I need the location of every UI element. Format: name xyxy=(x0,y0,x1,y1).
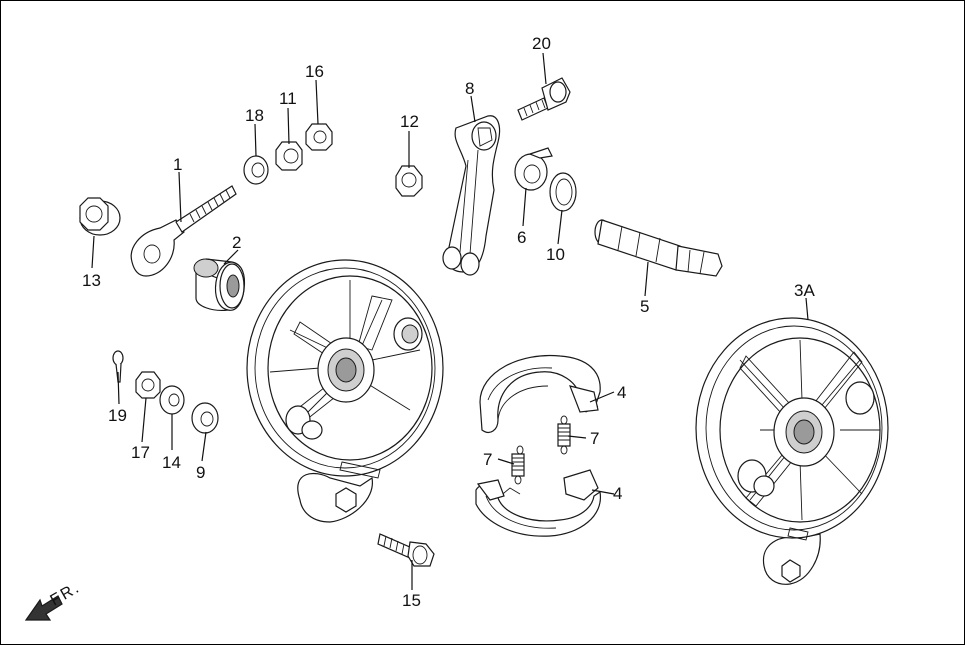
callout-12: 12 xyxy=(400,112,419,131)
callout-3a: 3A xyxy=(794,281,815,300)
part-4-brake-shoe-upper xyxy=(479,354,601,433)
part-15-bolt xyxy=(377,533,435,567)
callout-4-lower: 4 xyxy=(613,484,622,503)
callout-11: 11 xyxy=(279,89,297,108)
callout-16: 16 xyxy=(305,62,324,81)
callout-7-right: 7 xyxy=(590,429,599,448)
callout-15: 15 xyxy=(402,591,421,610)
callout-9: 9 xyxy=(196,463,205,482)
callout-labels: 1 2 3A 4 4 5 6 7 7 8 9 10 11 12 13 14 15… xyxy=(82,34,815,610)
part-12-nut xyxy=(395,165,423,197)
part-14-washer xyxy=(159,385,185,415)
direction-label: FR. xyxy=(48,579,84,610)
brake-panel-left xyxy=(246,259,444,523)
part-16-nut xyxy=(305,123,333,151)
callout-13: 13 xyxy=(82,271,101,290)
callout-8: 8 xyxy=(465,79,474,98)
callout-5: 5 xyxy=(640,297,649,316)
part-2-collar xyxy=(193,258,246,311)
callout-2: 2 xyxy=(232,233,241,252)
part-11-nut xyxy=(275,141,303,171)
callout-19: 19 xyxy=(108,406,127,425)
part-9-collar xyxy=(191,402,219,434)
callout-14: 14 xyxy=(162,453,181,472)
callout-20: 20 xyxy=(532,34,551,53)
part-3a-brake-panel xyxy=(695,317,889,585)
part-18-washer xyxy=(243,155,269,185)
part-8-brake-arm xyxy=(442,115,501,276)
leader-lines xyxy=(91,52,809,590)
callout-10: 10 xyxy=(546,245,565,264)
part-6-wear-indicator-plate xyxy=(514,147,553,191)
part-1-adjuster-bolt xyxy=(130,185,237,277)
part-5-brake-cam xyxy=(594,219,723,277)
callout-7-left: 7 xyxy=(483,450,492,469)
part-20-flange-bolt xyxy=(517,77,571,121)
callout-1: 1 xyxy=(173,155,182,174)
part-7-spring-right xyxy=(557,415,571,455)
part-7-spring-left xyxy=(511,445,525,485)
part-13-flange-nut xyxy=(79,197,121,236)
part-17-nut xyxy=(135,371,161,399)
part-10-o-ring xyxy=(549,172,577,212)
callout-18: 18 xyxy=(245,106,264,125)
callout-17: 17 xyxy=(131,443,150,462)
front-direction-arrow-icon xyxy=(24,595,63,621)
part-4-brake-shoe-lower xyxy=(475,469,601,537)
callout-4-upper: 4 xyxy=(617,383,626,402)
callout-6: 6 xyxy=(517,228,526,247)
